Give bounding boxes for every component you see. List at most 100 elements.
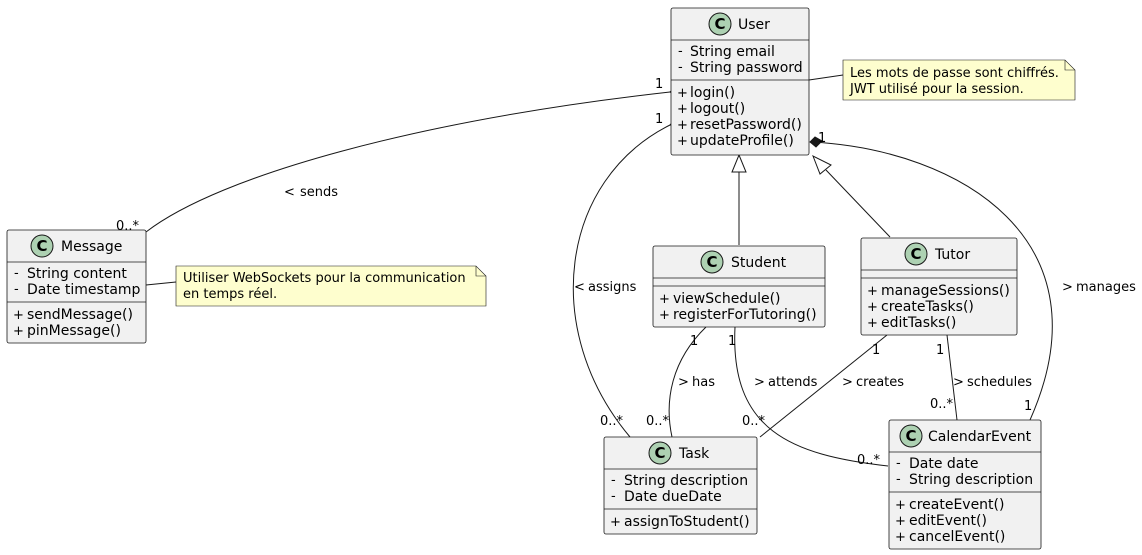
method: pinMessage() <box>27 323 121 339</box>
generalization-arrow-tutor <box>812 154 832 175</box>
method: createTasks() <box>881 299 974 315</box>
class-calendar-event[interactable]: C CalendarEvent - Date date - String des… <box>888 419 1042 550</box>
visibility-public-icon: + <box>895 514 906 529</box>
direction-arrow-icon: > <box>842 375 853 390</box>
multiplicity-label: 1 <box>1024 399 1032 414</box>
direction-arrow-icon: < <box>574 280 585 295</box>
generalization-arrow-student <box>731 153 747 173</box>
method: manageSessions() <box>881 283 1010 299</box>
method: viewSchedule() <box>673 291 781 307</box>
note-user: Les mots de passe sont chiffrés. JWT uti… <box>808 59 1076 101</box>
method: editEvent() <box>909 513 987 529</box>
relation-label-schedules: schedules <box>967 375 1032 390</box>
relation-label-manages: manages <box>1076 280 1136 295</box>
multiplicity-label: 0..* <box>646 414 670 429</box>
visibility-public-icon: + <box>895 530 906 545</box>
note-line: en temps réel. <box>183 287 277 302</box>
multiplicity-label: 0..* <box>116 219 140 234</box>
visibility-private-icon: - <box>14 282 19 297</box>
visibility-public-icon: + <box>677 134 688 149</box>
multiplicity-label: 1 <box>655 112 663 127</box>
class-name: Student <box>731 255 787 271</box>
attribute: String password <box>690 60 803 76</box>
multiplicity-label: 1 <box>728 334 736 349</box>
visibility-public-icon: + <box>867 300 878 315</box>
relation-manages-line <box>811 141 1053 421</box>
class-name: User <box>738 17 770 33</box>
composition-diamond-manages <box>809 136 823 148</box>
visibility-private-icon: - <box>611 489 616 504</box>
visibility-public-icon: + <box>867 316 878 331</box>
method: registerForTutoring() <box>673 307 817 323</box>
class-user[interactable]: C User - String email - String password … <box>670 7 810 156</box>
multiplicity-label: 0..* <box>742 414 766 429</box>
note-line: JWT utilisé pour la session. <box>849 82 1024 97</box>
multiplicity-label: 0..* <box>600 414 624 429</box>
visibility-private-icon: - <box>896 472 901 487</box>
class-badge-icon <box>904 242 928 266</box>
generalization-tutor-line <box>825 169 891 238</box>
class-student[interactable]: C Student + viewSchedule() + registerFor… <box>652 245 826 328</box>
note-line: Les mots de passe sont chiffrés. <box>850 66 1059 81</box>
visibility-private-icon: - <box>896 456 901 471</box>
method: sendMessage() <box>27 307 133 323</box>
direction-arrow-icon: > <box>754 375 765 390</box>
attribute: Date date <box>909 456 978 472</box>
visibility-public-icon: + <box>677 118 688 133</box>
class-name: Task <box>678 446 710 462</box>
class-badge-letter: C <box>714 15 725 33</box>
relation-label-assigns: assigns <box>588 280 637 295</box>
class-name: Message <box>61 239 122 255</box>
relation-label-sends: sends <box>300 185 338 200</box>
method: createEvent() <box>909 497 1004 513</box>
visibility-public-icon: + <box>659 308 670 323</box>
method: updateProfile() <box>690 133 794 149</box>
multiplicity-label: 1 <box>690 334 698 349</box>
visibility-private-icon: - <box>678 44 683 59</box>
attribute: String description <box>909 472 1033 488</box>
relation-schedules-line <box>946 334 958 421</box>
relation-sends-line <box>145 91 671 233</box>
relation-creates-line <box>759 334 888 438</box>
visibility-public-icon: + <box>13 308 24 323</box>
relation-assigns-line <box>572 124 671 438</box>
class-badge-letter: C <box>706 253 717 271</box>
multiplicity-label: 1 <box>655 77 663 92</box>
note-message: Utiliser WebSockets pour la communicatio… <box>145 265 487 307</box>
method: assignToStudent() <box>624 514 750 530</box>
multiplicity-label: 0..* <box>930 397 954 412</box>
method: logout() <box>690 101 745 117</box>
direction-arrow-icon: < <box>284 185 295 200</box>
visibility-public-icon: + <box>677 86 688 101</box>
class-tutor[interactable]: C Tutor + manageSessions() + createTasks… <box>860 237 1018 336</box>
class-badge-icon <box>30 234 54 258</box>
relation-has-line <box>668 326 707 438</box>
visibility-private-icon: - <box>678 60 683 75</box>
visibility-private-icon: - <box>14 266 19 281</box>
visibility-public-icon: + <box>867 284 878 299</box>
class-badge-letter: C <box>654 444 665 462</box>
class-badge-letter: C <box>36 237 47 255</box>
visibility-public-icon: + <box>610 515 621 530</box>
direction-arrow-icon: > <box>678 375 689 390</box>
visibility-private-icon: - <box>611 473 616 488</box>
visibility-public-icon: + <box>895 498 906 513</box>
class-badge-icon <box>899 424 923 448</box>
multiplicity-label: 1 <box>818 131 826 146</box>
class-name: Tutor <box>934 247 970 263</box>
visibility-public-icon: + <box>677 102 688 117</box>
attribute: Date dueDate <box>624 489 722 505</box>
method: resetPassword() <box>690 117 802 133</box>
attribute: String description <box>624 473 748 489</box>
attribute: String email <box>690 44 775 60</box>
method: login() <box>690 85 735 101</box>
attribute: Date timestamp <box>27 282 141 298</box>
class-badge-icon <box>648 441 672 465</box>
direction-arrow-icon: > <box>1062 280 1073 295</box>
class-message[interactable]: C Message - String content - Date timest… <box>6 229 147 344</box>
relation-label-creates: creates <box>856 375 904 390</box>
class-task[interactable]: C Task - String description - Date dueDa… <box>603 436 758 535</box>
class-name: CalendarEvent <box>928 429 1032 445</box>
class-badge-letter: C <box>910 245 921 263</box>
